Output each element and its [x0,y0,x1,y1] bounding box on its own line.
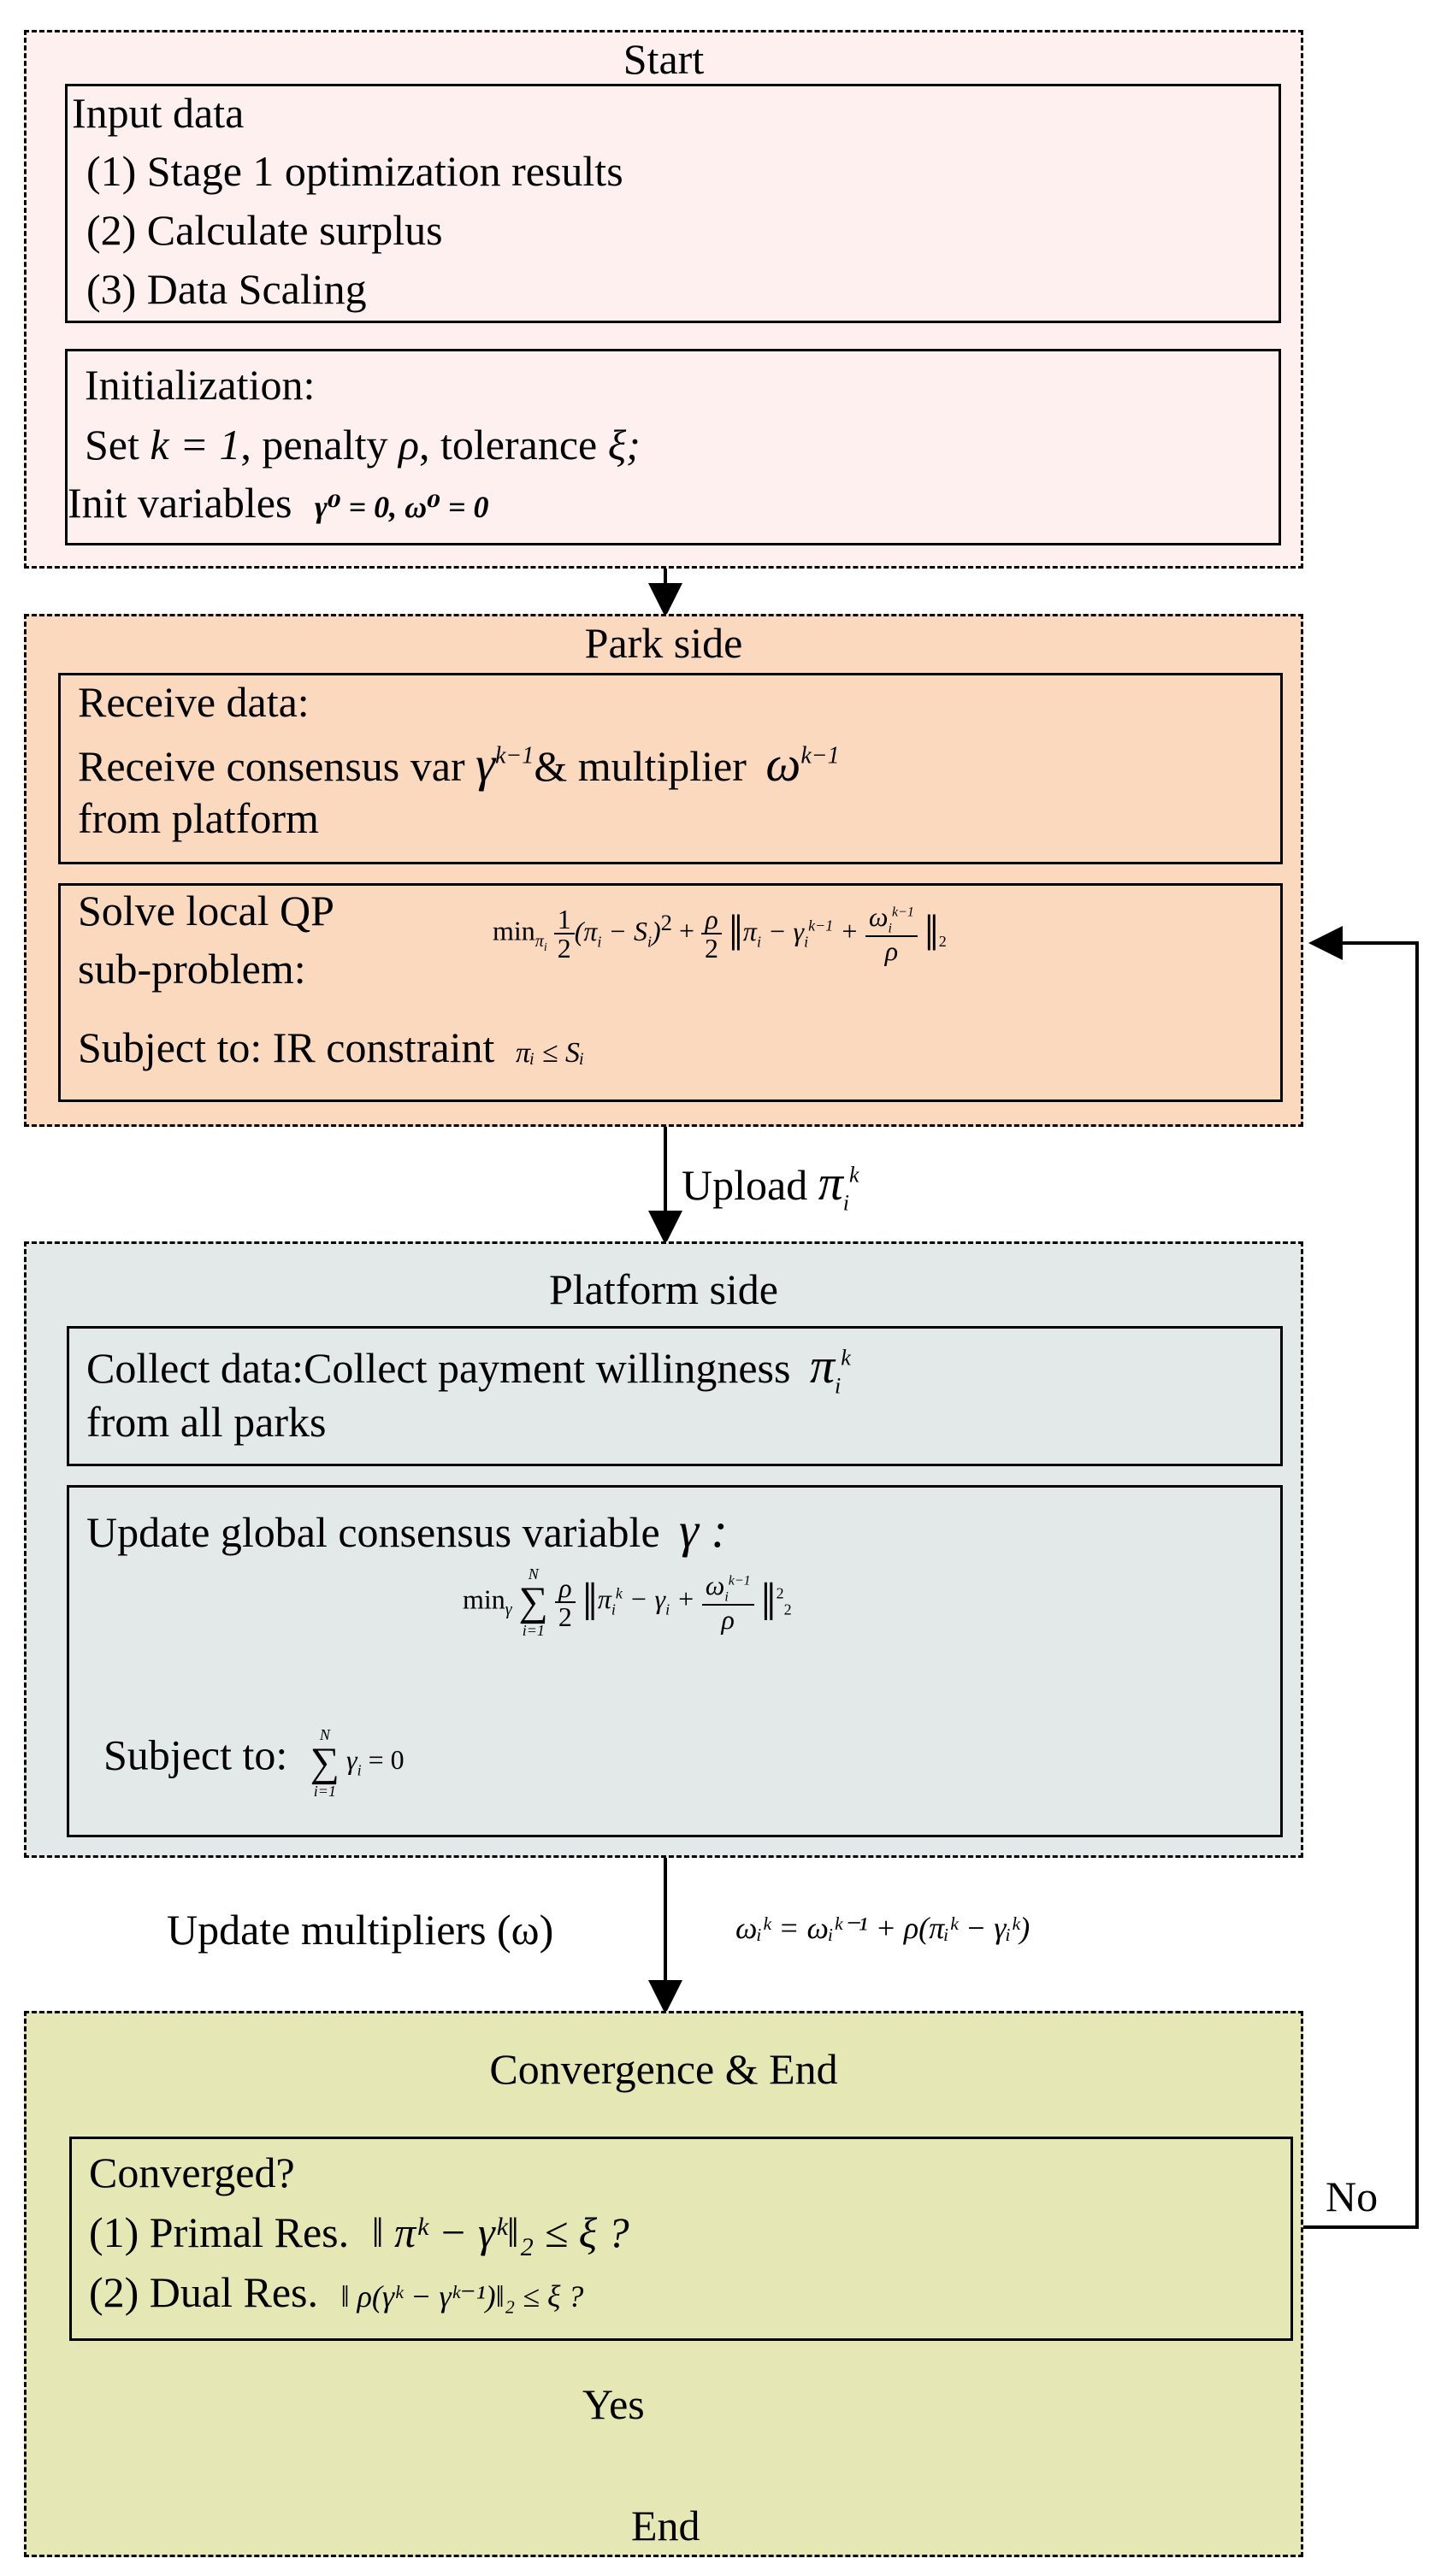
ir-constraint-label: Subject to: IR constraint [78,1023,495,1071]
end-label: End [631,2502,700,2549]
park-section: Park side Receive data: Receive consensu… [24,614,1303,1127]
arrow-no-loop [1290,926,1419,2229]
xi-symbol: ξ; [607,421,641,469]
multiplier-update-formula: ωᵢᵏ = ωᵢᵏ⁻¹ + ρ(πᵢᵏ − γᵢᵏ) [735,1911,1031,1945]
initialization-line-1: Set k = 1, penalty ρ, tolerance ξ; [85,420,641,469]
gamma-symbol: γk−1 [475,736,534,792]
update-consensus-box: Update global consensus variable γ : min… [67,1485,1283,1837]
convergence-title: Convergence & End [489,2045,838,2093]
input-item-2: (2) Calculate surplus [86,206,443,254]
set-label: Set [85,421,139,469]
solve-line-1: Solve local QP [78,887,334,934]
update-subject-to: Subject to: N∑i=1 γi = 0 [103,1726,405,1800]
solve-line-2: sub-problem: [78,945,306,993]
initialization-heading: Initialization: [85,361,316,409]
receive-line-3: from platform [78,794,319,842]
converged-line-2: (1) Primal Res. ‖ πᵏ − γᵏ‖₂ ≤ ξ ? [89,2208,629,2256]
initialization-box: Initialization: Set k = 1, penalty ρ, to… [65,349,1281,545]
receive-data-box: Receive data: Receive consensus var γk−1… [58,673,1283,864]
omega-symbol: ωk−1 [765,736,840,792]
solve-line-3: Subject to: IR constraint πᵢ ≤ Sᵢ [78,1023,584,1072]
tolerance-label: , tolerance [419,421,598,469]
receive-line-2: Receive consensus var γk−1& multiplier ω… [78,735,840,793]
init-variables-label: Init variables [68,479,292,527]
converged-line-3: (2) Dual Res. ‖ ρ(γᵏ − γᵏ⁻¹)‖₂ ≤ ξ ? [89,2268,584,2316]
update-line-1: Update global consensus variable γ : [86,1502,728,1558]
primal-residual-math: ‖ πᵏ − γᵏ‖₂ ≤ ξ ? [371,2208,629,2256]
update-multipliers-label: Update multipliers (ω) [167,1906,554,1954]
convergence-section: Convergence & End Converged? (1) Primal … [24,2011,1303,2557]
yes-label: Yes [582,2380,645,2428]
receive-line-1: Receive data: [78,678,310,726]
platform-section: Platform side Collect data:Collect payme… [24,1241,1303,1858]
start-title: Start [623,35,705,83]
platform-title: Platform side [548,1265,779,1313]
start-section: Start Input data (1) Stage 1 optimizatio… [24,30,1303,569]
init-variables-math: γ⁰ = 0, ω⁰ = 0 [314,490,489,524]
collect-data-box: Collect data:Collect payment willingness… [67,1326,1283,1466]
ir-constraint-math: πᵢ ≤ Sᵢ [515,1037,585,1069]
park-title: Park side [584,619,743,667]
multiplier-label: & multiplier [534,742,747,790]
input-data-heading: Input data [72,89,245,137]
update-gamma-symbol: γ : [679,1502,728,1558]
input-data-box: Input data (1) Stage 1 optimization resu… [65,84,1281,323]
no-label: No [1326,2172,1379,2220]
rho-symbol: ρ [399,421,420,469]
collect-pi-symbol: πik [809,1338,851,1399]
penalty-label: , penalty [240,421,388,469]
converged-line-1: Converged? [89,2149,295,2196]
consensus-constraint: N∑i=1 γi = 0 [310,1726,405,1800]
input-item-3: (3) Data Scaling [86,265,367,313]
input-item-1: (1) Stage 1 optimization results [86,147,623,195]
initialization-line-2: Init variables γ⁰ = 0, ω⁰ = 0 [68,478,488,528]
dual-residual-math: ‖ ρ(γᵏ − γᵏ⁻¹)‖₂ ≤ ξ ? [340,2279,584,2314]
collect-line-2: from all parks [86,1398,327,1446]
converged-check-box: Converged? (1) Primal Res. ‖ πᵏ − γᵏ‖₂ ≤… [69,2137,1293,2341]
k-equals-one: k = 1 [150,421,241,469]
collect-line-1: Collect data:Collect payment willingness… [86,1338,851,1399]
receive-consensus-label: Receive consensus var [78,742,465,790]
upload-label: Upload πik [682,1155,859,1216]
